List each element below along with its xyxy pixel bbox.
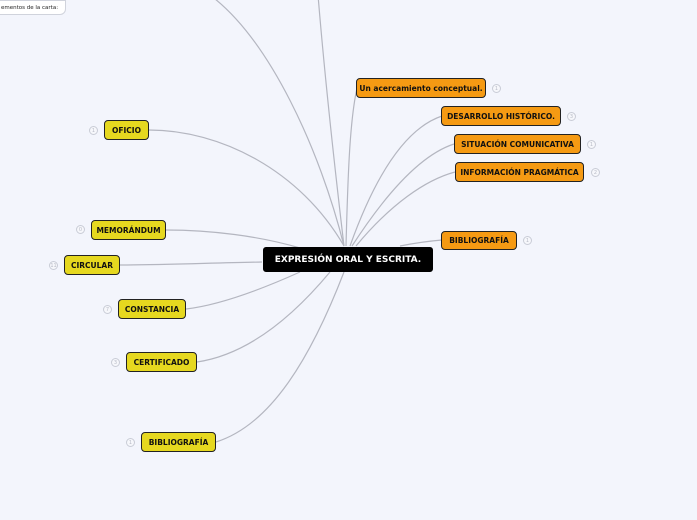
topic-label: BIBLIOGRAFÍA [449,236,509,245]
collapse-badge[interactable]: 3 [111,358,120,367]
topic-memorandum[interactable]: MEMORÁNDUM [91,220,166,240]
connector-circular [119,261,263,266]
collapse-badge[interactable]: 1 [492,84,501,93]
collapse-badge[interactable]: 3 [567,112,576,121]
connector-desarrollo [349,115,443,247]
topic-bibliografia-right[interactable]: BIBLIOGRAFÍA [441,231,517,250]
collapse-badge[interactable]: 1 [89,126,98,135]
connector-bibliografia-left [215,271,345,443]
topic-label: CIRCULAR [70,260,114,270]
topic-circular[interactable]: CIRCULAR [64,255,120,275]
partial-note-card[interactable]: ementos de la carta: [0,0,66,15]
topic-label: BIBLIOGRAFÍA [148,437,209,447]
collapse-badge[interactable]: 7 [103,305,112,314]
collapse-badge[interactable]: 0 [76,225,85,234]
connector-acercamiento [345,87,358,247]
connector-oficio [148,129,345,247]
connector-constancia [185,271,301,310]
root-topic-label: EXPRESIÓN ORAL Y ESCRITA. [274,254,422,265]
note-text: ementos de la carta: [1,5,59,11]
topic-label: MEMORÁNDUM [96,225,161,235]
collapse-badge[interactable]: 1 [587,140,596,149]
connector-situacion [351,143,455,247]
connector-certificado [196,271,331,363]
topic-situacion-comunicativa[interactable]: SITUACIÓN COMUNICATIVA [454,134,581,154]
topic-label: OFICIO [112,125,141,135]
topic-informacion-pragmatica[interactable]: INFORMACIÓN PRAGMÁTICA [455,162,584,182]
topic-label: Un acercamiento conceptual. [359,83,483,93]
collapse-badge[interactable]: 2 [591,168,600,177]
collapse-badge[interactable]: 1 [126,438,135,447]
topic-label: DESARROLLO HISTÓRICO. [447,111,555,121]
connector-memorandum [165,229,301,249]
collapse-badge[interactable]: 1 [523,236,532,245]
topic-constancia[interactable]: CONSTANCIA [118,299,186,319]
topic-label: INFORMACIÓN PRAGMÁTICA [460,167,579,177]
connector-bibliografia-right [399,239,443,247]
connector-informacion [355,171,456,247]
connector-offscreen-1 [215,0,345,247]
topic-acercamiento-conceptual[interactable]: Un acercamiento conceptual. [356,78,486,98]
topic-label: CERTIFICADO [133,357,190,367]
topic-label: CONSTANCIA [124,304,180,314]
topic-label: SITUACIÓN COMUNICATIVA [461,139,574,149]
topic-oficio[interactable]: OFICIO [104,120,149,140]
connector-offscreen-2 [317,0,345,247]
topic-bibliografia-left[interactable]: BIBLIOGRAFÍA [141,432,216,452]
topic-desarrollo-historico[interactable]: DESARROLLO HISTÓRICO. [441,106,561,126]
topic-certificado[interactable]: CERTIFICADO [126,352,197,372]
root-topic[interactable]: EXPRESIÓN ORAL Y ESCRITA. [263,247,433,272]
collapse-badge[interactable]: 11 [49,261,58,270]
